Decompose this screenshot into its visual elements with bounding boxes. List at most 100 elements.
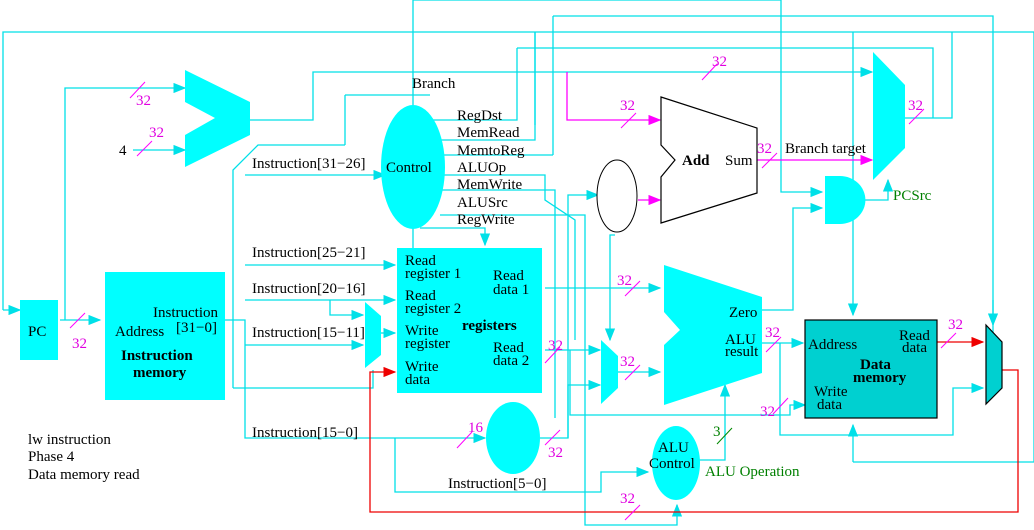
pcsrc-mux [873, 52, 905, 180]
imem-bits-label: [31−0] [176, 320, 217, 336]
rf-write-reg-a: Write [405, 323, 439, 339]
dmem-read-data-a: Read [899, 328, 930, 344]
alu-control [652, 426, 700, 500]
wire-instr-bus [225, 319, 395, 439]
signal-memread: MemRead [457, 125, 520, 141]
dmem-read-data-b: data [902, 340, 927, 356]
imem-address-label: Address [115, 324, 164, 340]
imem-name-1: Instruction [121, 348, 193, 364]
branch-adder [660, 96, 758, 224]
signal-memtoreg: MemtoReg [457, 143, 525, 159]
alu-control-b: Control [649, 456, 695, 472]
width-32: 32 [136, 93, 151, 109]
caption-line-1: lw instruction [28, 432, 111, 448]
instruction-memory [105, 272, 225, 400]
const-4-label: 4 [119, 143, 127, 159]
alu-result-b: result [725, 344, 759, 360]
width-32: 32 [620, 491, 635, 507]
instr-15-11: Instruction[15−11] [252, 325, 365, 341]
dmem-address: Address [808, 337, 857, 353]
width-32: 32 [72, 336, 87, 352]
and-gate [825, 176, 866, 224]
wire-branch-to-and [413, 0, 824, 198]
alu [664, 265, 762, 405]
dmem-write-data-b: data [817, 397, 842, 413]
control-unit [381, 105, 445, 229]
dmem-name-b: memory [853, 370, 907, 386]
instr-15-0: Instruction[15−0] [252, 425, 358, 441]
alu-control-a: ALU [658, 440, 689, 456]
width-32: 32 [620, 98, 635, 114]
rf-read-data2-a: Read [493, 340, 524, 356]
width-32: 32 [760, 404, 775, 420]
rf-read-data1-a: Read [493, 268, 524, 284]
rf-read-data1-b: data 1 [493, 282, 529, 298]
signal-regwrite: RegWrite [457, 212, 515, 228]
instr-31-26: Instruction[31−26] [252, 156, 365, 172]
adder-sum-label: Sum [725, 153, 753, 169]
rf-write-data-b: data [405, 372, 430, 388]
wire-pc-feedback [2, 31, 1034, 310]
rf-read-reg1-b: register 1 [405, 266, 461, 282]
width-32: 32 [617, 273, 632, 289]
pc-adder [185, 70, 250, 167]
register-file [397, 248, 542, 393]
signal-alusrc: ALUSrc [457, 195, 508, 211]
width-32: 32 [548, 445, 563, 461]
branch-target-label: Branch target [785, 141, 867, 157]
caption-line-3: Data memory read [28, 467, 140, 483]
wire-zero [762, 202, 824, 311]
sign-extend [486, 402, 540, 474]
instr-25-21: Instruction[25−21] [252, 245, 365, 261]
width-32: 32 [548, 338, 563, 354]
adder-add-label: Add [682, 153, 710, 169]
wire-pc4 [250, 66, 874, 121]
width-32: 32 [908, 98, 923, 114]
width-32: 32 [757, 141, 772, 157]
wire-funct [394, 438, 650, 493]
pc-register [20, 300, 58, 360]
signal-regdst: RegDst [457, 108, 503, 124]
imem-name-2: memory [133, 365, 187, 381]
wire-pc-to-adder [64, 82, 187, 320]
width-16: 16 [468, 420, 484, 436]
control-label: Control [386, 160, 432, 176]
shift-left-2 [596, 159, 638, 233]
data-memory [804, 319, 938, 419]
dmem-name-a: Data [860, 357, 891, 373]
signal-aluop: ALUOp [457, 160, 506, 176]
alu-op-width: 3 [713, 424, 721, 440]
wire-alu-operation [697, 383, 731, 461]
wire-mux-out [905, 32, 953, 119]
alu-zero-label: Zero [729, 305, 757, 321]
wire-pc4-to-branch-adder [566, 72, 662, 126]
width-32: 32 [620, 354, 635, 370]
rf-read-reg2-b: register 2 [405, 301, 461, 317]
instr-20-16: Instruction[20−16] [252, 281, 365, 297]
pc-label: PC [28, 324, 46, 340]
rf-read-data2-b: data 2 [493, 353, 529, 369]
memtoreg-mux [985, 323, 1003, 406]
branch-label: Branch [412, 76, 456, 92]
bus-width-marks [69, 63, 957, 521]
rf-write-data-a: Write [405, 359, 439, 375]
imem-instruction-label: Instruction [153, 305, 218, 321]
alu-operation-label: ALU Operation [705, 464, 800, 480]
alusrc-mux [601, 340, 618, 404]
width-32: 32 [948, 317, 963, 333]
caption-line-2: Phase 4 [28, 449, 75, 465]
instr-5-0: Instruction[5−0] [448, 476, 546, 492]
wire-writeback [369, 366, 1019, 513]
signal-memwrite: MemWrite [457, 177, 523, 193]
width-32: 32 [712, 54, 727, 70]
alu-result-a: ALU [725, 332, 756, 348]
wire-pcsrc [860, 178, 894, 201]
pcsrc-label: PCSrc [893, 188, 932, 204]
rf-write-reg-b: register [405, 336, 450, 352]
rf-name: registers [462, 318, 517, 334]
regdst-mux [365, 302, 381, 368]
rf-read-reg1-a: Read [405, 253, 436, 269]
width-32: 32 [765, 325, 780, 341]
